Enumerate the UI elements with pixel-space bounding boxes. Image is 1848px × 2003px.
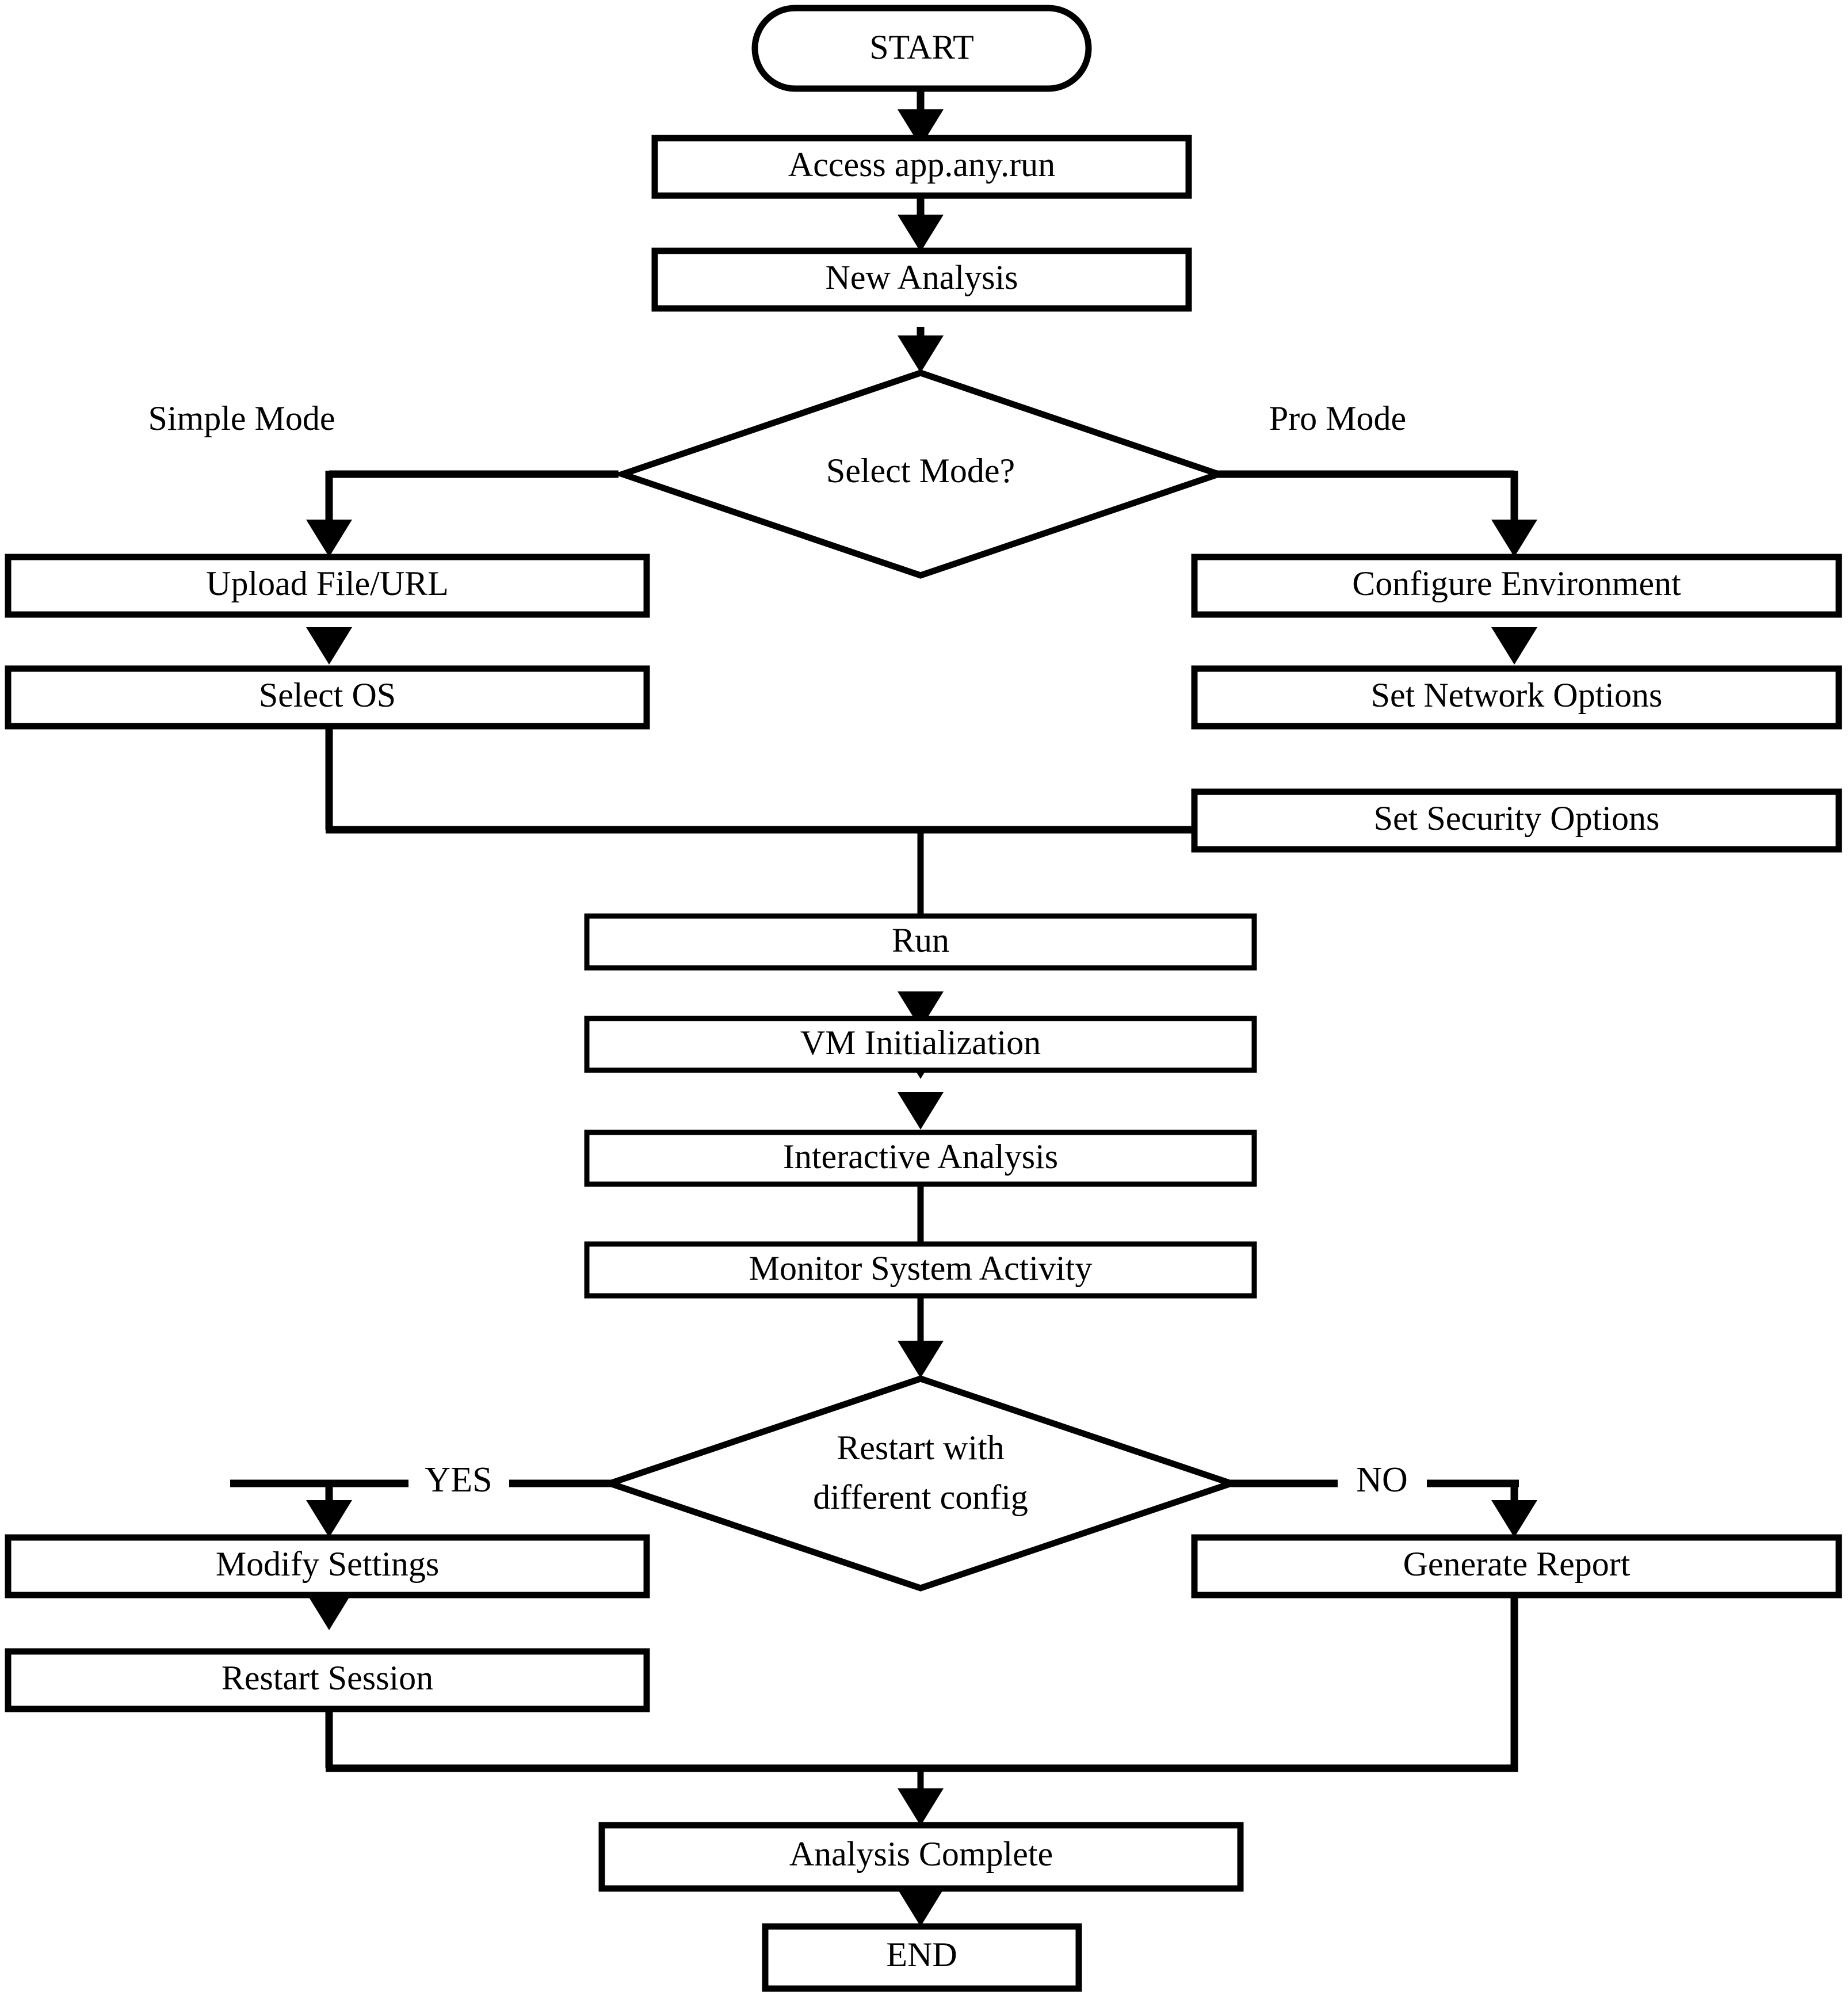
node-modify-settings[interactable]: Modify Settings [5,1534,650,1598]
edge-run-to-vm-init [898,991,944,1029]
node-access-app[interactable]: Access app.any.run [651,135,1192,199]
edge-select-mode-to-configure-env [1217,470,1537,557]
node-vm-initialization-label: VM Initialization [800,1024,1041,1062]
node-interactive-analysis[interactable]: Interactive Analysis [584,1130,1257,1187]
branch-label-pro-mode: Pro Mode [1269,399,1406,437]
node-select-mode-decision[interactable]: Select Mode? [612,369,1229,579]
edge-upload-to-select-os [306,627,352,665]
node-run-label: Run [892,921,949,959]
node-analysis-complete-label: Analysis Complete [789,1835,1053,1873]
node-restart-decision-label-line1: Restart with [837,1429,1005,1467]
node-select-os[interactable]: Select OS [5,665,650,730]
edge-modify-to-restart-session [306,1593,352,1630]
node-end-label: END [886,1936,957,1974]
node-restart-session-label: Restart Session [222,1659,433,1697]
node-monitor-system-activity-label: Monitor System Activity [749,1249,1093,1287]
node-vm-initialization[interactable]: VM Initialization [584,1016,1257,1073]
node-set-network-options-label: Set Network Options [1371,676,1663,714]
node-set-security-options[interactable]: Set Security Options [1191,788,1842,853]
edge-access-to-new-analysis [898,196,944,252]
node-restart-session[interactable]: Restart Session [5,1648,650,1712]
edge-analysis-complete-to-end [898,1889,944,1926]
node-monitor-system-activity[interactable]: Monitor System Activity [584,1241,1257,1299]
node-new-analysis-label: New Analysis [826,258,1018,296]
node-end[interactable]: END [762,1923,1082,1992]
node-new-analysis[interactable]: New Analysis [651,247,1192,312]
node-start[interactable]: START [751,5,1092,92]
edge-restart-decision-to-generate-report [1228,1479,1537,1537]
node-modify-settings-label: Modify Settings [216,1545,439,1583]
edge-label-yes: YES [425,1460,492,1500]
node-generate-report[interactable]: Generate Report [1191,1534,1842,1598]
node-select-mode-label: Select Mode? [826,452,1015,490]
branch-label-simple-mode: Simple Mode [148,399,335,437]
node-set-security-options-label: Set Security Options [1374,799,1660,837]
node-interactive-analysis-label: Interactive Analysis [783,1138,1058,1176]
node-start-label: START [869,28,974,66]
node-generate-report-label: Generate Report [1403,1545,1631,1583]
node-restart-decision[interactable]: Restart with different config [600,1375,1242,1592]
edge-configure-env-to-network-options [1491,627,1537,665]
node-run[interactable]: Run [584,913,1257,971]
edge-start-to-access [898,90,944,147]
node-analysis-complete[interactable]: Analysis Complete [598,1822,1244,1892]
node-configure-environment-label: Configure Environment [1352,564,1681,602]
node-upload-file-url[interactable]: Upload File/URL [5,554,650,618]
node-upload-file-url-label: Upload File/URL [206,564,449,602]
edge-new-analysis-to-select-mode [898,327,944,373]
edge-restart-decision-to-modify [230,1479,613,1537]
node-set-network-options[interactable]: Set Network Options [1191,665,1842,730]
edge-interactive-to-monitor [898,1092,944,1130]
node-restart-decision-label-line2: different config [813,1478,1028,1516]
edge-label-no: NO [1356,1460,1408,1500]
node-access-app-label: Access app.any.run [788,146,1055,184]
node-select-os-label: Select OS [259,676,396,714]
node-configure-environment[interactable]: Configure Environment [1191,554,1842,618]
edge-select-mode-to-upload [306,470,618,557]
